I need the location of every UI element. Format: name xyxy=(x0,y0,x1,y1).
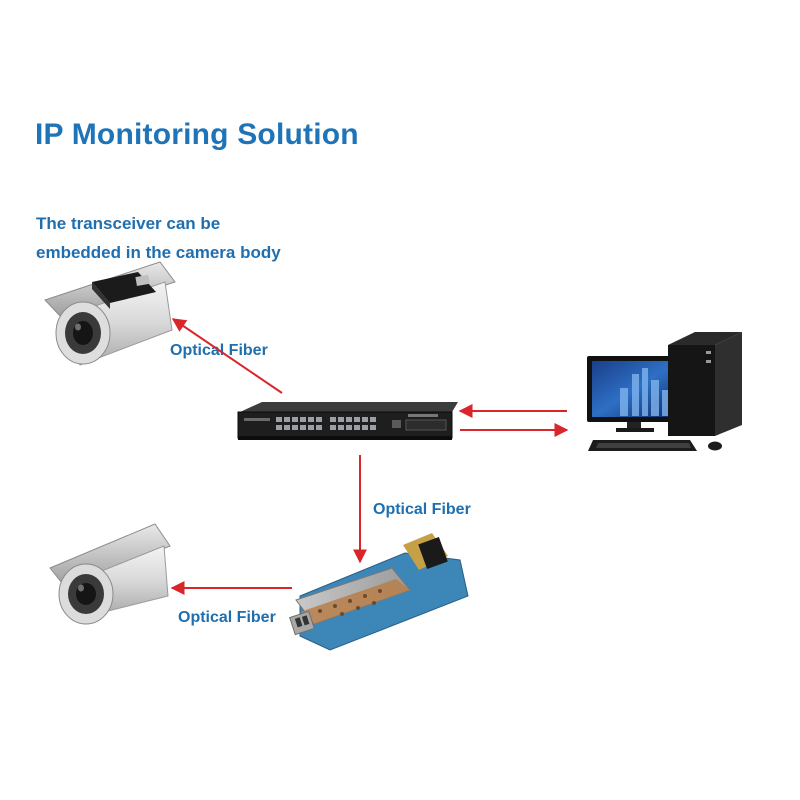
note-line-2: embedded in the camera body xyxy=(36,243,281,262)
computer-monitor-icon xyxy=(587,356,683,432)
keyboard-icon xyxy=(588,440,697,451)
fiber-label-middle: Optical Fiber xyxy=(373,501,471,518)
page-title: IP Monitoring Solution xyxy=(35,118,359,151)
network-switch-icon xyxy=(237,402,458,440)
pc-tower-icon xyxy=(668,332,742,436)
fiber-label-bottom: Optical Fiber xyxy=(178,609,276,626)
note-line-1: The transceiver can be xyxy=(36,214,221,233)
transceiver-module-icon xyxy=(92,272,156,309)
media-converter-board-icon xyxy=(289,533,469,651)
mouse-icon xyxy=(708,441,722,451)
arrow-switch-to-top-camera xyxy=(171,318,283,394)
camera-icon xyxy=(44,261,176,366)
camera-icon xyxy=(49,523,171,625)
